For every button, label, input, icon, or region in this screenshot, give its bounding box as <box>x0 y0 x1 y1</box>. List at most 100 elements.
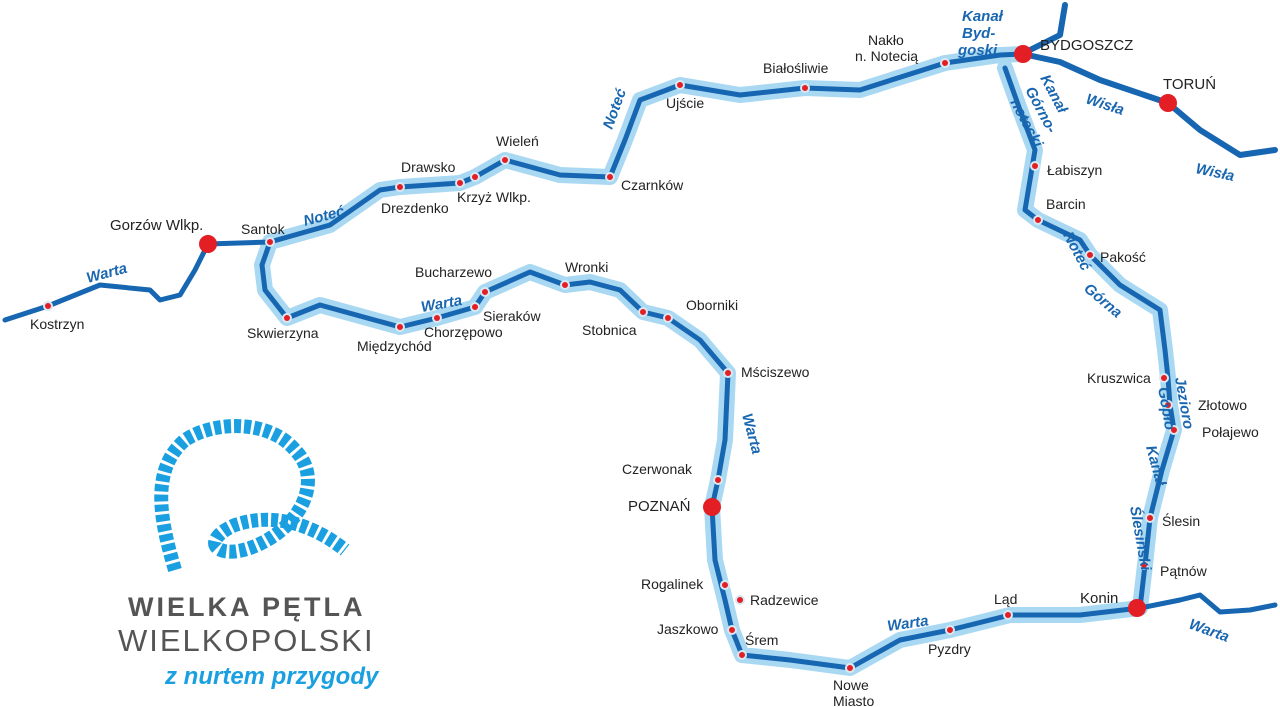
town-marker <box>675 80 685 90</box>
city-label: Konin <box>1080 590 1118 607</box>
city-marker <box>1014 45 1032 63</box>
wisla-north-river <box>1027 2 1068 53</box>
town-marker <box>1003 610 1013 620</box>
town-marker <box>1030 161 1040 171</box>
town-marker <box>43 301 53 311</box>
town-label: Ujście <box>666 95 704 111</box>
town-label: Oborniki <box>686 297 738 313</box>
town-marker <box>265 237 275 247</box>
town-markers <box>43 45 1179 673</box>
city-marker <box>1128 599 1146 617</box>
town-label: Śrem <box>745 631 778 648</box>
town-marker <box>723 368 733 378</box>
town-marker <box>1159 373 1169 383</box>
town-marker <box>605 172 615 182</box>
river-label: Warta <box>420 292 464 316</box>
city-marker <box>199 235 217 253</box>
town-marker <box>395 182 405 192</box>
town-marker <box>480 287 490 297</box>
town-marker <box>1085 250 1095 260</box>
town-label: Połajewo <box>1202 424 1259 440</box>
town-label: Chorzępowo <box>424 324 503 340</box>
town-label: n. Notecią <box>855 48 918 64</box>
town-marker <box>735 595 745 605</box>
logo-rope-icon <box>154 419 350 573</box>
city-label: TORUŃ <box>1163 76 1216 93</box>
town-marker <box>470 302 480 312</box>
river-label: Byd- <box>962 25 995 42</box>
town-label: Białośliwie <box>763 60 829 76</box>
town-label: Czerwonak <box>622 461 693 477</box>
town-label: Złotowo <box>1198 397 1247 413</box>
city-marker <box>703 498 721 516</box>
city-label: POZNAŃ <box>628 498 691 515</box>
town-marker <box>432 313 442 323</box>
town-marker <box>663 313 673 323</box>
town-label: Skwierzyna <box>247 325 319 341</box>
river-label: Wisła <box>1194 160 1236 185</box>
town-label: Rogalinek <box>641 576 704 592</box>
town-label: Czarnków <box>621 177 684 193</box>
warta-east-river <box>1137 592 1278 615</box>
town-label: Nowe <box>833 677 869 693</box>
city-label: Gorzów Wlkp. <box>110 217 203 234</box>
town-marker <box>470 172 480 182</box>
logo-line2: WIELKOPOLSKI <box>118 623 375 658</box>
town-marker <box>845 663 855 673</box>
town-label: Radzewice <box>750 592 819 608</box>
town-marker <box>1163 400 1173 410</box>
town-marker <box>800 83 810 93</box>
city-label: BYDGOSZCZ <box>1040 37 1133 54</box>
town-marker <box>395 322 405 332</box>
town-label: Miasto <box>833 693 874 707</box>
town-label: Mściszewo <box>741 364 810 380</box>
river-label: Warta <box>1187 616 1232 646</box>
town-label: Santok <box>241 221 286 237</box>
river-label: Warta <box>738 412 765 456</box>
town-label: Kruszwica <box>1087 370 1151 386</box>
town-label: Pyzdry <box>928 641 971 657</box>
town-marker <box>1139 560 1149 570</box>
town-marker <box>713 475 723 485</box>
town-marker <box>720 580 730 590</box>
town-label: Ślesin <box>1162 512 1200 529</box>
town-marker <box>945 625 955 635</box>
river-label: Wisła <box>1084 91 1126 119</box>
town-label: Barcin <box>1046 196 1086 212</box>
town-label: Nakło <box>868 32 904 48</box>
town-label: Międzychód <box>357 338 432 354</box>
town-label: Drezdenko <box>381 200 449 216</box>
town-label: Łabiszyn <box>1047 162 1102 178</box>
river-label: Warta <box>886 612 929 635</box>
town-marker <box>727 625 737 635</box>
river-label: goski <box>957 42 998 59</box>
town-marker <box>282 313 292 323</box>
town-label: Pakość <box>1100 249 1146 265</box>
town-marker <box>1145 513 1155 523</box>
town-marker <box>638 307 648 317</box>
town-marker <box>737 650 747 660</box>
town-label: Kostrzyn <box>30 316 84 332</box>
town-label: Bucharzewo <box>415 264 492 280</box>
town-marker <box>940 58 950 68</box>
town-label: Jaszkowo <box>657 621 719 637</box>
town-label: Ląd <box>994 591 1017 607</box>
town-label: Wronki <box>565 259 608 275</box>
town-label: Wieleń <box>496 133 539 149</box>
city-marker <box>1159 94 1177 112</box>
town-label: Pątnów <box>1160 563 1208 579</box>
town-label: Krzyż Wlkp. <box>457 189 531 205</box>
river-label: Kanał <box>962 8 1004 25</box>
town-marker <box>1033 215 1043 225</box>
town-label: Stobnica <box>582 322 637 338</box>
town-marker <box>560 280 570 290</box>
logo-line1: WIELKA PĘTLA <box>128 592 366 622</box>
logo: WIELKA PĘTLA WIELKOPOLSKI z nurtem przyg… <box>118 419 380 690</box>
town-label: Sieraków <box>483 308 541 324</box>
warta-west-river <box>2 241 211 323</box>
town-marker <box>455 178 465 188</box>
town-marker <box>500 155 510 165</box>
town-marker <box>1169 425 1179 435</box>
river-label: Warta <box>85 260 129 287</box>
